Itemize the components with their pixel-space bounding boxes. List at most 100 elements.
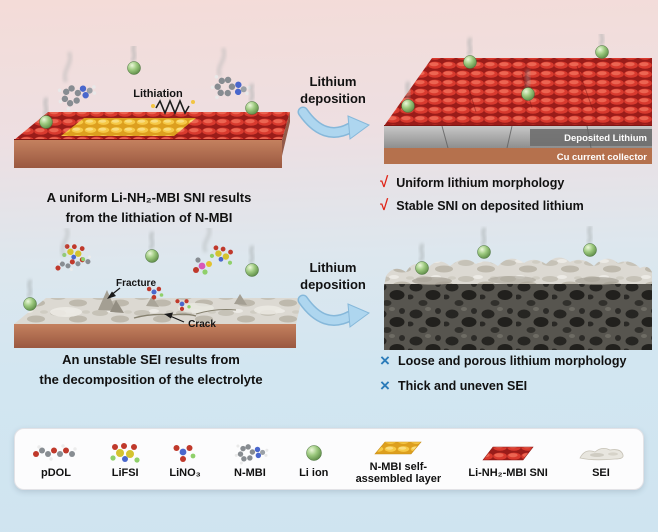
legend-item-lifsi: LiFSI (108, 441, 142, 479)
legend-label-sam: N-MBI self- assembled layer (355, 460, 442, 485)
fracture-spike (234, 294, 247, 305)
legend-label-pdol: pDOL (41, 466, 71, 479)
fracture-spike (110, 300, 124, 313)
bullet-porous-morphology: × Loose and porous lithium morphology (380, 352, 626, 369)
li-ion-sphere (416, 244, 429, 275)
pdol-molecule-icon (31, 441, 81, 465)
crack-label: Crack (188, 319, 216, 330)
sei-blob (178, 303, 214, 313)
lifsi-molecule (208, 243, 236, 266)
bullet-uniform-morphology: √ Uniform lithium morphology (380, 175, 584, 190)
cu-collector-band (384, 148, 652, 164)
bullet-text: Uniform lithium morphology (396, 175, 565, 190)
legend-item-pdol: pDOL (31, 441, 81, 479)
top-right-bullets: √ Uniform lithium morphology √ Stable SN… (380, 175, 584, 213)
li-ion-sphere (128, 46, 141, 75)
crack-arrowhead (164, 312, 173, 319)
sei-shadow (412, 277, 452, 285)
substrate-front (14, 140, 282, 168)
caption-line: from the lithiation of N-MBI (65, 210, 233, 226)
illustration-unstable-sei: Fracture Crack (14, 228, 302, 348)
porous-lithium-body (384, 284, 652, 350)
sparkle (191, 100, 195, 104)
sei-icon (575, 441, 627, 465)
lithium-cracks (441, 125, 592, 149)
check-icon: √ (380, 174, 389, 191)
deposition-label-top: Lithium deposition (294, 74, 372, 108)
deposition-arrow-bottom-icon (297, 294, 370, 328)
label-line: deposition (300, 90, 366, 106)
sam-layer-patch (61, 118, 196, 136)
li-ion-sphere (464, 38, 477, 69)
label-line: deposition (300, 276, 366, 292)
deposition-arrow-top-icon (297, 106, 370, 140)
li-ion-sphere (478, 228, 491, 259)
li-ion-icon (305, 441, 323, 465)
label-line: Lithium (309, 74, 357, 89)
legend-label-lifsi: LiFSI (111, 466, 139, 479)
legend-label-sni: Li-NH₂-MBI SNI (468, 466, 548, 479)
nmbi-molecule-icon (228, 441, 272, 465)
legend-item-nmbi: N-MBI (228, 441, 272, 479)
sei-shadow (575, 277, 619, 285)
illustration-lithiated-sni: Lithiation (14, 46, 290, 168)
sparkle (151, 104, 155, 108)
substrate-front (14, 324, 296, 348)
nmbi-molecule (208, 74, 253, 105)
legend-item-sam: N-MBI self- assembled layer (355, 435, 442, 486)
bullet-stable-sni: √ Stable SNI on deposited lithium (380, 198, 584, 213)
bullet-text: Stable SNI on deposited lithium (396, 198, 584, 213)
sni-layer-icon (479, 441, 537, 465)
lino3-molecule-icon (171, 441, 199, 465)
cross-icon: × (380, 376, 390, 395)
legend-label-lino3: LiNO₃ (169, 466, 201, 479)
sei-blob (254, 305, 282, 315)
deposition-label-bottom: Lithium deposition (294, 260, 372, 294)
smoke-wisp (60, 228, 70, 257)
bullet-thick-sei: × Thick and uneven SEI (380, 377, 626, 394)
sei-shadow (488, 276, 536, 284)
lithiation-label: Lithiation (133, 88, 183, 100)
cu-collector-label: Cu current collector (557, 152, 648, 163)
legend-label-liion: Li ion (299, 466, 329, 479)
legend-bar: pDOL LiFSI LiNO₃ N-MBI Li ion (14, 428, 644, 490)
fracture-arrowhead (107, 291, 116, 299)
li-ion-sphere (246, 84, 259, 115)
bullet-text: Thick and uneven SEI (397, 378, 528, 393)
lifsi-molecule (61, 242, 88, 262)
smoke-wisp (216, 47, 227, 77)
coil-symbol (155, 98, 190, 116)
li-ion-sphere (146, 232, 159, 263)
sam-layer-icon (371, 435, 425, 459)
li-ion-sphere (596, 34, 609, 59)
crack-arrow (169, 315, 185, 323)
sni-top-surface (384, 58, 652, 126)
legend-label-sei: SEI (592, 466, 610, 479)
caption-unstable-sei: An unstable SEI results from the decompo… (2, 350, 300, 390)
caption-uniform-sni: A uniform Li-NH₂-MBI SNI results from th… (2, 188, 296, 228)
sei-surface (14, 298, 302, 324)
substrate-side (282, 112, 290, 156)
crack-line (195, 308, 237, 315)
legend-label-nmbi: N-MBI (234, 466, 266, 479)
legend-item-liion: Li ion (299, 441, 328, 479)
fracture-spike (98, 290, 116, 311)
bullet-text: Loose and porous lithium morphology (397, 353, 627, 368)
caption-line: the decomposition of the electrolyte (39, 372, 263, 388)
bottom-right-bullets: × Loose and porous lithium morphology × … (380, 352, 626, 394)
lifsi-molecule-icon (108, 441, 142, 465)
fracture-label: Fracture (116, 278, 156, 289)
decomposition-cluster (193, 257, 212, 275)
cross-icon: × (380, 351, 390, 370)
deposited-lithium-band (530, 129, 652, 146)
nmbi-molecule (55, 79, 100, 113)
smoke-wisp (62, 51, 73, 83)
li-ion-sphere (24, 280, 37, 311)
legend-item-sei: SEI (575, 441, 627, 479)
li-ion-sphere (246, 246, 259, 277)
smoke-wisp (202, 228, 212, 254)
legend-item-lino3: LiNO₃ (169, 441, 201, 479)
caption-line: An unstable SEI results from (62, 352, 240, 367)
caption-line: A uniform Li-NH₂-MBI SNI results (46, 190, 252, 205)
